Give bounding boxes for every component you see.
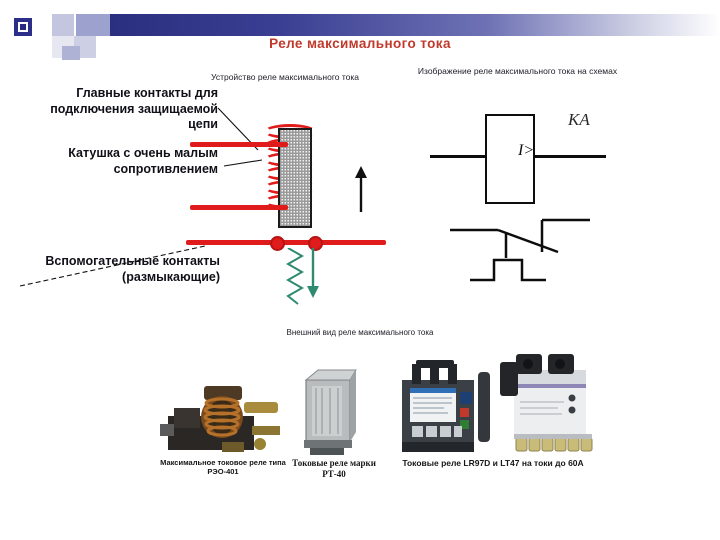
symbol-coil-box: I> — [485, 114, 535, 204]
relay-core — [278, 128, 312, 228]
relay-construction-diagram — [186, 120, 390, 310]
symbol-lead-left — [430, 155, 485, 158]
header-square-b — [52, 14, 74, 36]
page-title: Реле максимального тока — [269, 36, 451, 51]
symbol-lead-right — [531, 155, 606, 158]
main-contact-wire-mid — [190, 205, 288, 210]
header-square-large — [76, 14, 110, 36]
photo-reo-401 — [160, 386, 280, 452]
photo-caption-reo-401: Максимальное токовое реле типа РЭО-401 — [160, 458, 286, 477]
callout-coil: Катушка с очень малым сопротивлением — [68, 146, 218, 176]
device-section-caption: Устройство реле максимального тока — [211, 72, 359, 82]
callout-aux-contacts: Вспомогательные контакты (размыкающие) — [45, 254, 220, 284]
normally-closed-contact-symbol — [450, 218, 590, 282]
photo-rt-40 — [304, 369, 357, 455]
header-gradient-bar — [110, 14, 720, 36]
photo-lr97d — [402, 360, 490, 452]
main-contact-wire-top — [190, 142, 288, 147]
photo-caption-lr97d-lt47: Токовые реле LR97D и LT47 на токи до 60А — [402, 458, 584, 468]
photo-lt47 — [500, 354, 593, 452]
symbol-section-caption: Изображение реле максимального тока на с… — [417, 66, 618, 76]
symbol-designation-ka: KA — [568, 110, 590, 129]
callout-main-contacts: Главные контакты для подключения защищае… — [50, 86, 218, 132]
force-arrow-down-icon — [307, 248, 319, 298]
photo-caption-rt-40: Токовые реле марки РТ-40 — [292, 458, 376, 480]
header-square-logo-core — [20, 24, 26, 30]
symbol-current-label: I> — [518, 142, 535, 159]
return-spring — [285, 248, 305, 305]
contact-terminal-left — [270, 236, 285, 251]
contact-terminal-right — [308, 236, 323, 251]
force-arrow-up-icon — [355, 166, 367, 212]
relay-schematic-symbol: I> KA — [430, 100, 640, 290]
photos-section-caption: Внешний вид реле максимального тока — [286, 328, 434, 337]
aux-contact-wire — [186, 240, 386, 245]
header-square-f — [62, 46, 80, 60]
